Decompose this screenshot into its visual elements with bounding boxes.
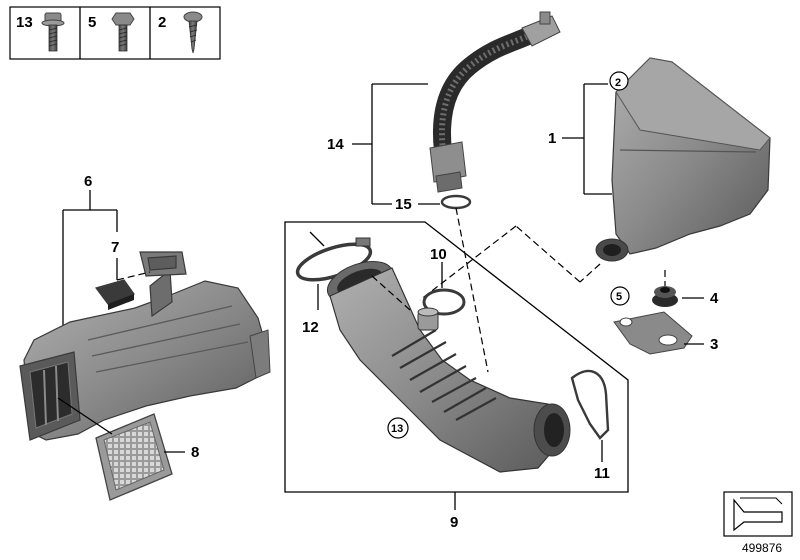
resonator-outlet <box>595 238 629 262</box>
callout-9: 9 <box>450 514 458 531</box>
callout-6: 6 <box>84 173 92 190</box>
direction-arrow-icon <box>733 498 783 532</box>
callout-1: 1 <box>548 130 556 147</box>
hose-connector <box>429 141 467 193</box>
callout-11: 11 <box>594 465 610 482</box>
assembly-dash-line <box>371 275 411 311</box>
pan-head-screw-icon <box>183 11 203 54</box>
legend-number-2: 2 <box>158 14 166 31</box>
o-ring-seal <box>440 194 472 210</box>
callout-13-circle <box>387 417 409 439</box>
hex-bolt-icon <box>111 12 135 52</box>
intake-grille <box>95 413 173 501</box>
mounting-bracket <box>613 311 693 355</box>
callout-2: 2 <box>615 77 621 89</box>
callout-5-circle <box>610 286 630 306</box>
hose-clamp-small <box>422 288 466 316</box>
leader-line <box>309 231 325 247</box>
corrugated-hose <box>433 27 537 179</box>
hose-end-fitting <box>521 11 561 47</box>
document-number: 499876 <box>742 541 782 555</box>
callout-13: 13 <box>391 423 403 435</box>
callout-4: 4 <box>710 290 719 307</box>
orientation-box <box>723 491 793 537</box>
air-duct-assembly <box>19 190 271 501</box>
callout-15: 15 <box>395 196 412 213</box>
legend-number-5: 5 <box>88 14 96 31</box>
assembly-dash-line <box>455 207 489 373</box>
fastener-legend: 13 5 2 <box>9 6 221 60</box>
vent-hose-assembly <box>352 11 561 373</box>
callout-2-circle <box>609 71 629 91</box>
flange-bolt-icon <box>41 12 65 52</box>
callout-12: 12 <box>302 319 319 336</box>
mounting-tab-face <box>147 255 177 271</box>
callout-3: 3 <box>710 336 718 353</box>
resonator-assembly <box>419 57 771 355</box>
assembly-dash-line <box>579 263 601 283</box>
assembly-dash-line <box>419 225 517 301</box>
callout-5: 5 <box>616 291 622 303</box>
duct-outlet-flange <box>249 329 271 379</box>
assembly-dash-line <box>116 271 151 281</box>
callout-14: 14 <box>327 136 344 153</box>
rubber-grommet <box>652 286 678 307</box>
leader-line <box>57 397 113 435</box>
intake-tube-group <box>284 221 629 510</box>
callout-7: 7 <box>111 239 119 256</box>
assembly-dash-line <box>515 225 581 283</box>
callout-10: 10 <box>430 246 447 263</box>
callout-8: 8 <box>191 444 199 461</box>
sensor-fitting <box>417 307 439 331</box>
intake-tube <box>326 260 571 473</box>
group-frame <box>284 221 629 493</box>
legend-number-13: 13 <box>16 14 33 31</box>
wire-clip <box>570 369 610 440</box>
